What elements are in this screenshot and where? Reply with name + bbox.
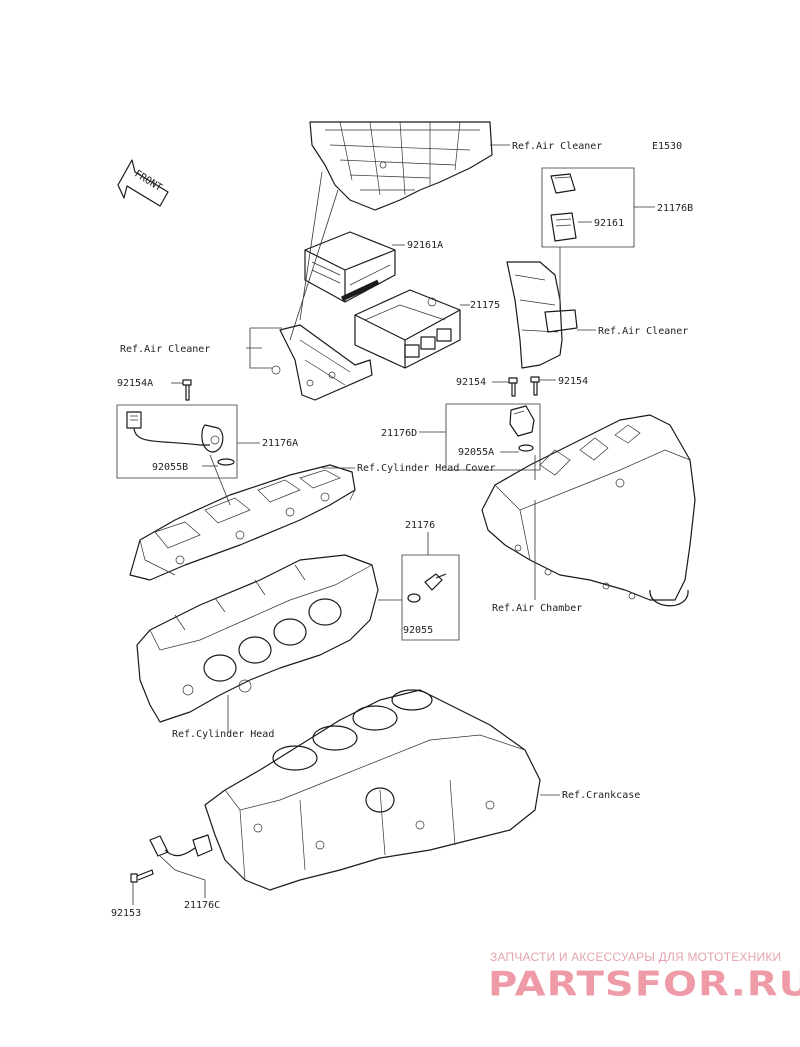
diagram-code: E1530 <box>652 141 682 152</box>
front-label: FRONT <box>132 168 163 193</box>
part-92154a: 92154A <box>117 378 153 389</box>
front-arrow-icon: FRONT <box>117 159 169 207</box>
part-92055a: 92055A <box>458 447 494 458</box>
part-92154-left: 92154 <box>456 377 486 388</box>
mounting-bracket <box>271 324 373 401</box>
group-21176d <box>445 403 541 471</box>
part-21175: 21175 <box>470 300 500 311</box>
group-21176b <box>541 167 635 248</box>
part-92055: 92055 <box>403 625 433 636</box>
ref-crankcase: Ref.Crankcase <box>562 790 640 801</box>
group-21176a <box>116 404 238 479</box>
ref-air-cleaner-left: Ref.Air Cleaner <box>120 344 210 355</box>
ecu-bracket-92161a <box>304 231 396 303</box>
ref-cylinder-head: Ref.Cylinder Head <box>172 729 274 740</box>
bolt-92154a <box>182 379 192 401</box>
bolt-92154-left <box>508 377 518 397</box>
ref-cylinder-head-cover: Ref.Cylinder Head Cover <box>357 463 495 474</box>
air-cleaner-stay <box>506 247 578 369</box>
part-21176a: 21176A <box>262 438 298 449</box>
part-92154-right: 92154 <box>558 376 588 387</box>
group-21176 <box>401 532 460 641</box>
watermark-tagline: ЗАПЧАСТИ И АКСЕССУАРЫ ДЛЯ МОТОТЕХНИКИ <box>490 950 782 964</box>
cylinder-head <box>136 554 379 723</box>
part-21176c: 21176C <box>184 900 220 911</box>
part-92055b: 92055B <box>152 462 188 473</box>
air-chamber <box>481 414 696 607</box>
ref-air-cleaner-right: Ref.Air Cleaner <box>598 326 688 337</box>
part-21176d: 21176D <box>381 428 417 439</box>
part-21176b: 21176B <box>657 203 693 214</box>
bolt-92154-right <box>530 376 540 396</box>
ref-air-chamber: Ref.Air Chamber <box>492 603 582 614</box>
bolt-92153 <box>130 869 154 905</box>
cylinder-head-cover <box>129 464 356 581</box>
crankcase <box>204 689 541 891</box>
air-cleaner-housing <box>309 121 493 211</box>
ref-air-cleaner-top: Ref.Air Cleaner <box>512 141 602 152</box>
part-92153: 92153 <box>111 908 141 919</box>
part-21176: 21176 <box>405 520 435 531</box>
part-92161a: 92161A <box>407 240 443 251</box>
part-92161: 92161 <box>594 218 624 229</box>
watermark-logo: PARTSFOR.RU <box>488 965 800 1005</box>
ecu-21175 <box>354 289 461 369</box>
sensor-21176c <box>149 834 213 898</box>
